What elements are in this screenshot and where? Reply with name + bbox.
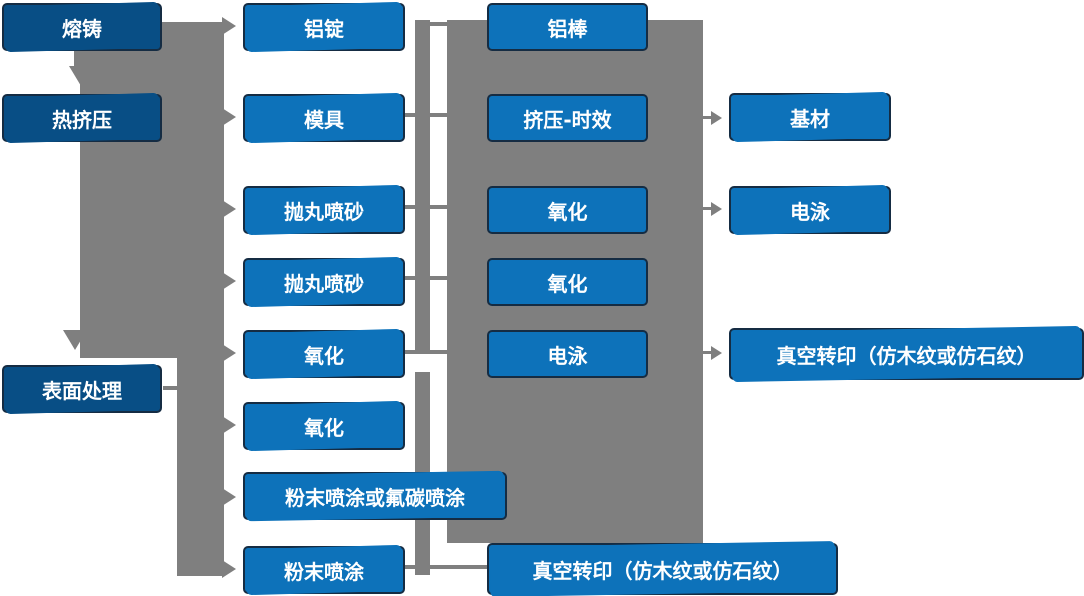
connector-tail — [702, 116, 713, 119]
arrow-right-icon — [711, 111, 722, 125]
arrow-right-icon — [222, 200, 236, 218]
connector-band-middle-upper — [415, 20, 430, 353]
connector-tie — [405, 205, 447, 209]
arrow-right-icon — [222, 17, 236, 35]
arrow-right-icon — [222, 344, 236, 362]
connector-tie — [405, 565, 487, 569]
connector-tail — [702, 351, 713, 354]
arrow-right-icon — [222, 108, 236, 126]
node-aluminum-rod: 铝棒 — [487, 3, 648, 51]
node-melt-casting: 熔铸 — [2, 3, 162, 51]
node-label: 铝锭 — [304, 16, 344, 41]
node-powder-or-fluorocarbon-spray: 粉末喷涂或氟碳喷涂 — [243, 472, 507, 520]
node-substrate: 基材 — [729, 93, 891, 141]
node-mold: 模具 — [243, 94, 405, 142]
node-label: 热挤压 — [52, 107, 112, 132]
connector-tie — [427, 22, 447, 26]
node-label: 熔铸 — [62, 16, 102, 41]
connector-tie — [405, 113, 447, 117]
connector-tail — [702, 207, 713, 210]
connector-tie — [405, 276, 447, 280]
node-extrusion-aging: 挤压-时效 — [487, 94, 648, 142]
node-aluminum-ingot: 铝锭 — [243, 3, 405, 51]
connector-stub-down — [74, 50, 88, 68]
node-label: 抛丸喷砂 — [284, 199, 364, 224]
node-label: 氧化 — [304, 343, 344, 368]
arrow-right-icon — [711, 202, 722, 216]
arrow-right-icon — [222, 560, 236, 578]
connector-tie — [163, 386, 179, 390]
arrow-down-icon — [63, 330, 87, 350]
connector-tie — [405, 350, 447, 354]
node-label: 电泳 — [790, 199, 830, 224]
node-oxidation-2: 氧化 — [243, 402, 405, 450]
node-label: 模具 — [304, 107, 344, 132]
node-label: 真空转印（仿木纹或仿石纹） — [776, 343, 1037, 368]
node-label: 氧化 — [547, 199, 588, 224]
node-electrophoresis-mid: 电泳 — [487, 330, 648, 378]
node-oxidation-3: 氧化 — [487, 186, 648, 234]
node-label: 粉末喷涂 — [284, 559, 364, 584]
node-vacuum-transfer-right: 真空转印（仿木纹或仿石纹） — [729, 328, 1084, 380]
arrow-right-icon — [222, 416, 236, 434]
node-shot-blast-sandblast-1: 抛丸喷砂 — [243, 186, 405, 234]
node-label: 真空转印（仿木纹或仿石纹） — [532, 558, 793, 583]
node-hot-extrusion: 热挤压 — [2, 94, 162, 142]
node-label: 粉末喷涂或氟碳喷涂 — [285, 485, 465, 510]
arrow-right-icon — [222, 272, 236, 290]
node-label: 挤压-时效 — [523, 107, 612, 132]
node-oxidation-4: 氧化 — [487, 258, 648, 306]
node-powder-spray: 粉末喷涂 — [243, 546, 405, 594]
connector-band-left — [80, 22, 224, 358]
node-vacuum-transfer-bottom: 真空转印（仿木纹或仿石纹） — [487, 543, 838, 595]
arrow-down-icon — [69, 66, 93, 86]
node-label: 电泳 — [547, 343, 588, 368]
arrow-right-icon — [222, 488, 236, 506]
connector-band-lower-left — [177, 344, 224, 576]
arrow-right-icon — [711, 346, 722, 360]
node-shot-blast-sandblast-2: 抛丸喷砂 — [243, 258, 405, 306]
node-label: 氧化 — [304, 415, 344, 440]
node-label: 表面处理 — [42, 378, 122, 403]
node-label: 氧化 — [547, 271, 588, 296]
node-surface-treatment: 表面处理 — [2, 365, 162, 413]
node-label: 基材 — [790, 106, 830, 131]
node-label: 铝棒 — [547, 16, 588, 41]
node-electrophoresis-right: 电泳 — [729, 186, 891, 234]
node-label: 抛丸喷砂 — [284, 271, 364, 296]
node-oxidation-1: 氧化 — [243, 330, 405, 378]
